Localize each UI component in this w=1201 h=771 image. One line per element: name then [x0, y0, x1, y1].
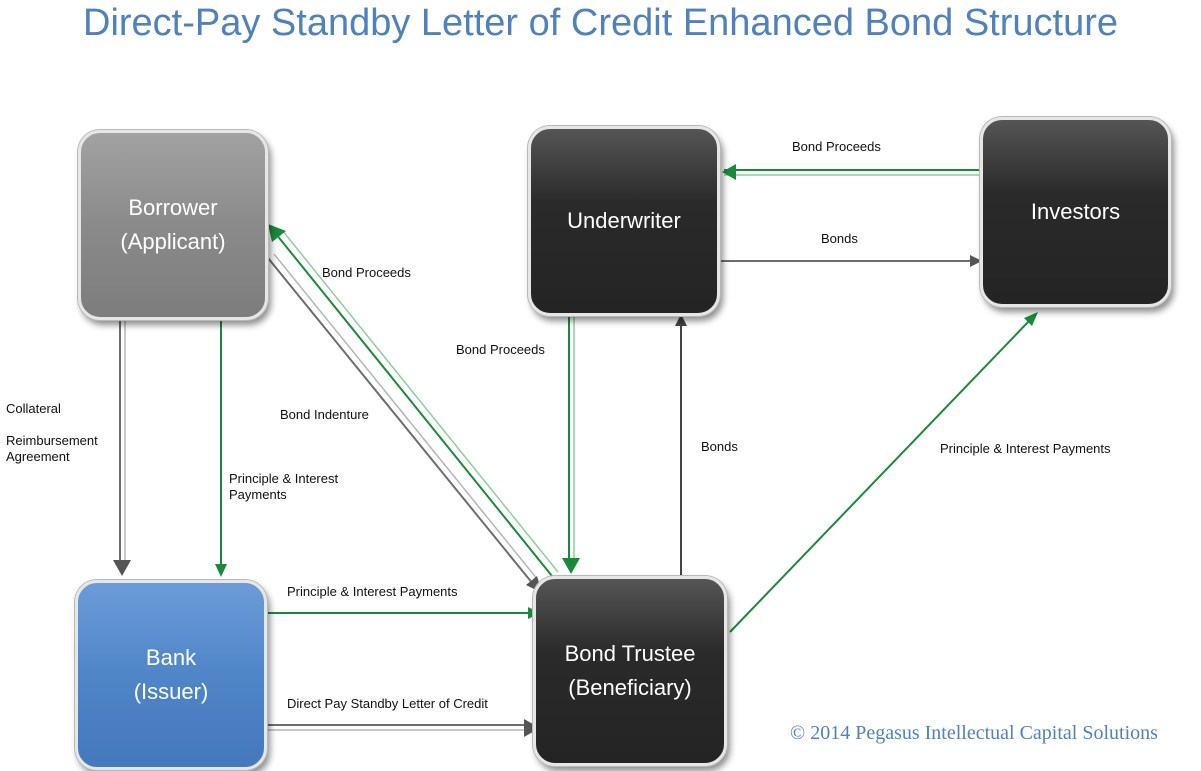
node-borrower[interactable]: Borrower (Applicant)	[78, 130, 268, 320]
node-borrower-line1: Borrower	[128, 195, 218, 220]
label-borrower-to-bank-line1: Principle & Interest	[229, 471, 339, 486]
node-underwriter[interactable]: Underwriter	[528, 126, 720, 316]
node-bank[interactable]: Bank (Issuer)	[75, 580, 267, 770]
label-underwriter-to-trustee: Bond Proceeds	[456, 342, 545, 357]
node-investors[interactable]: Investors	[980, 117, 1171, 307]
label-borrower-to-trustee: Bond Indenture	[280, 407, 369, 422]
node-investors-line1: Investors	[1030, 199, 1121, 224]
label-bank-to-trustee-payments: Principle & Interest Payments	[287, 584, 458, 599]
arrow-trustee-to-underwriter	[675, 314, 687, 576]
arrow-bank-to-trustee-payments	[268, 607, 540, 619]
label-trustee-to-underwriter: Bonds	[701, 439, 738, 454]
node-borrower-line2: (Applicant)	[120, 229, 226, 254]
label-investors-to-underwriter: Bond Proceeds	[792, 139, 881, 154]
label-trustee-to-investors: Principle & Interest Payments	[940, 441, 1111, 456]
label-underwriter-to-investors: Bonds	[821, 231, 858, 246]
label-trustee-to-borrower: Bond Proceeds	[322, 265, 411, 280]
arrow-trustee-to-investors	[729, 312, 1038, 633]
label-collateral: Collateral	[6, 401, 61, 416]
arrow-underwriter-to-investors	[718, 255, 982, 267]
arrow-underwriter-to-trustee	[562, 316, 580, 574]
arrow-trustee-to-borrower	[268, 224, 559, 577]
node-bank-line1: Bank	[145, 645, 197, 670]
copyright-notice: © 2014 Pegasus Intellectual Capital Solu…	[790, 722, 1158, 744]
arrow-borrower-to-trustee	[267, 253, 542, 593]
node-bank-line2: (Issuer)	[133, 679, 209, 704]
label-borrower-to-bank-line2: Payments	[229, 487, 287, 502]
node-trustee-line2: (Beneficiary)	[568, 675, 692, 700]
arrow-borrower-to-bank-payments	[215, 318, 227, 577]
label-reimbursement-line1: Reimbursement	[6, 433, 98, 448]
label-reimbursement-line2: Agreement	[6, 449, 70, 464]
node-trustee-line1: Bond Trustee	[564, 641, 696, 666]
label-bank-to-trustee-loc: Direct Pay Standby Letter of Credit	[287, 696, 488, 711]
arrow-borrower-to-bank-collateral	[113, 318, 131, 576]
arrow-bank-to-trustee-loc	[268, 719, 540, 737]
arrow-investors-to-underwriter	[722, 164, 982, 180]
node-underwriter-line1: Underwriter	[567, 208, 681, 233]
node-trustee[interactable]: Bond Trustee (Beneficiary)	[533, 576, 727, 766]
diagram-title: Direct-Pay Standby Letter of Credit Enha…	[83, 2, 1118, 44]
